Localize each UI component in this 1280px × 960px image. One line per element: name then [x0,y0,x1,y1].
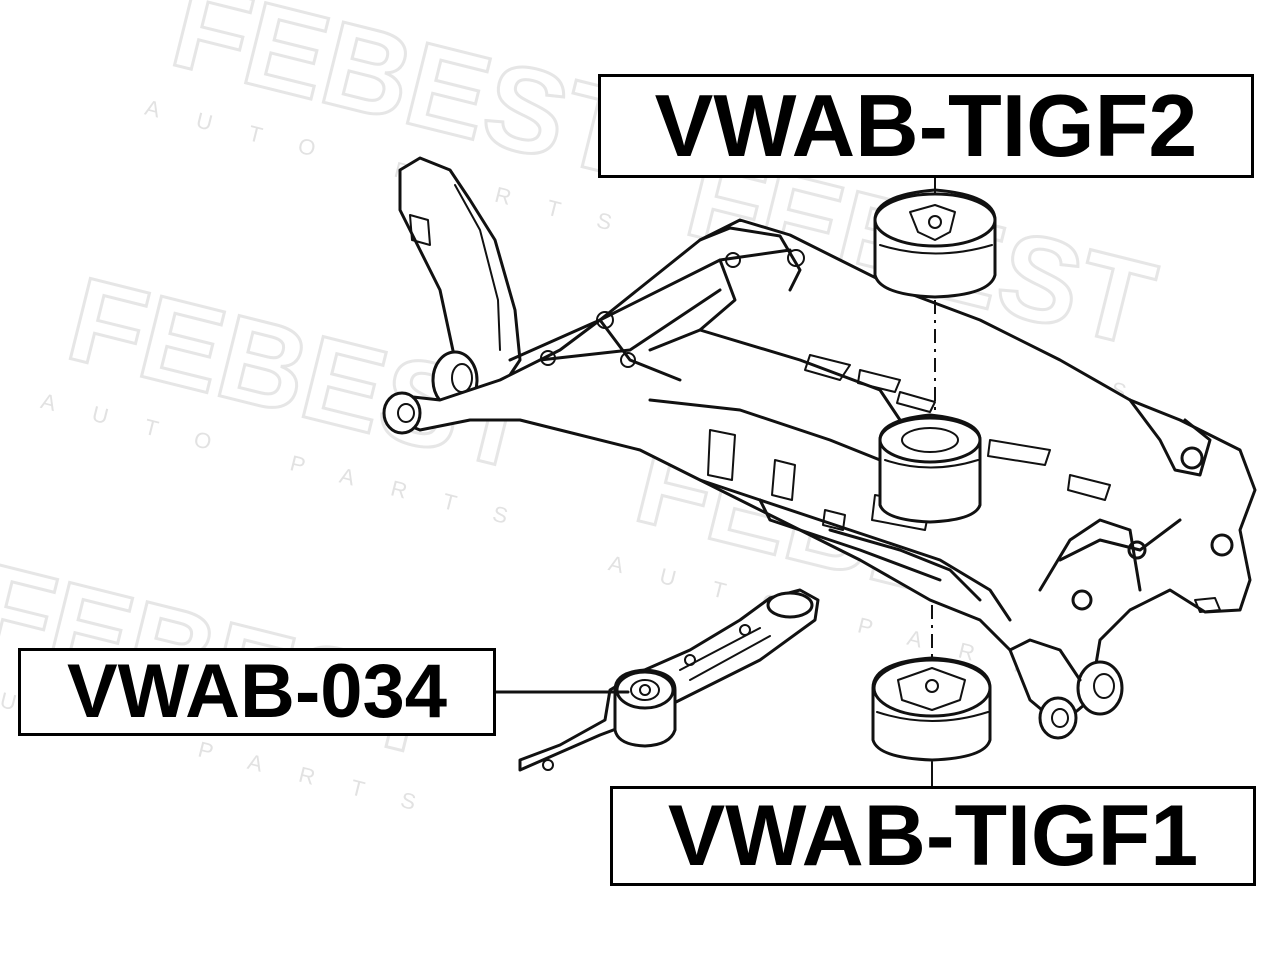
part-label-tigf2: VWAB-TIGF2 [598,74,1254,178]
part-label-tigf1: VWAB-TIGF1 [610,786,1256,886]
torque-rod-034 [494,588,820,772]
subframe-body [393,218,1257,727]
subframe-drawing [382,156,1257,740]
bushing-tigf1 [871,605,992,787]
part-label-034: VWAB-034 [18,648,496,736]
bushing-tigf2 [873,177,997,410]
